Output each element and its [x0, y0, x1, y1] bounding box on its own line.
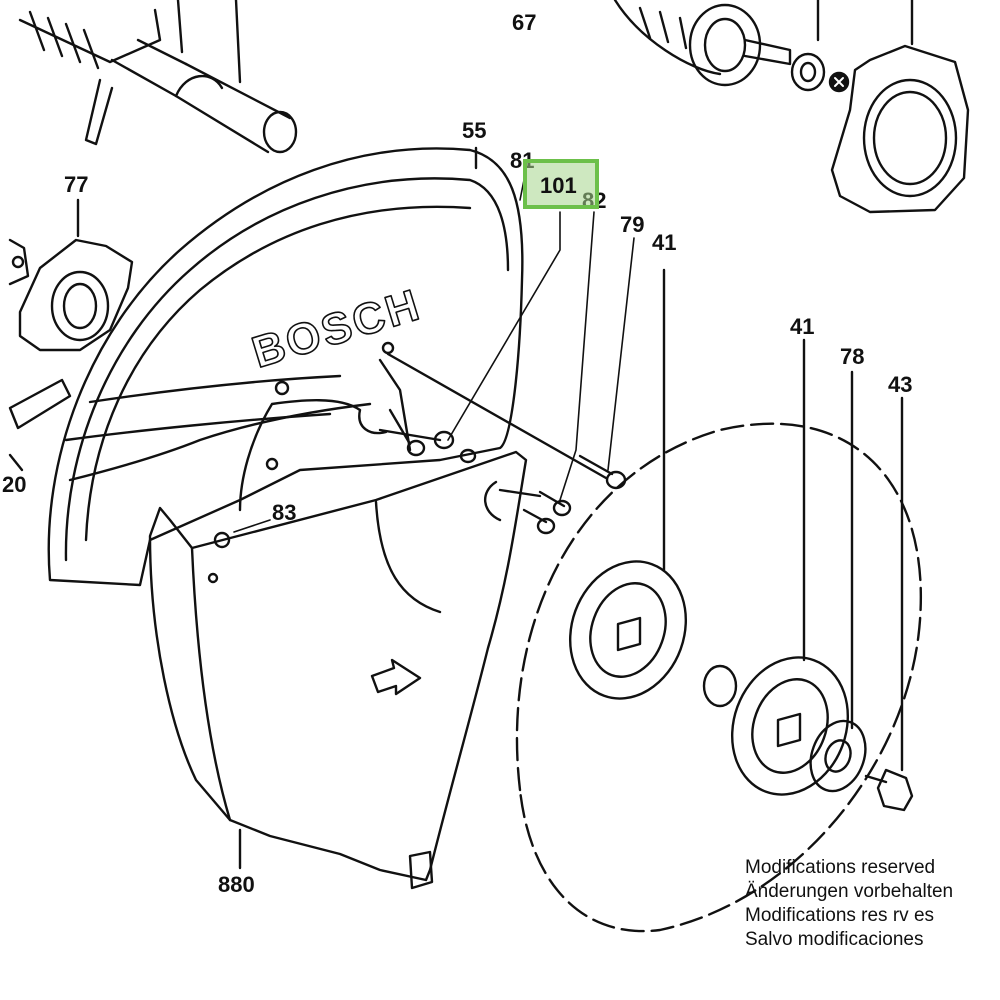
highlight-box-101[interactable]: [523, 159, 599, 209]
callout-880[interactable]: 880: [218, 872, 255, 897]
bracket-part-20: [8, 378, 72, 472]
bosch-logo: BOSCH: [246, 279, 428, 378]
bracket-part-77: [8, 198, 134, 352]
callout-43[interactable]: 43: [888, 372, 912, 397]
flange-part-41: [568, 268, 688, 700]
callout-77[interactable]: 77: [64, 172, 88, 197]
callout-83[interactable]: 83: [272, 500, 296, 525]
callout-41-outer[interactable]: 41: [790, 314, 814, 339]
callout-20[interactable]: 20: [2, 472, 26, 497]
bolt-part-43: [864, 396, 914, 812]
saw-blade-outline: [515, 422, 923, 933]
upper-blade-guard: [47, 146, 524, 587]
fasteners: [378, 352, 627, 535]
modifications-note: Modifications reserved Änderungen vorbeh…: [745, 856, 995, 952]
armature-assembly: [613, 0, 850, 93]
note-line: Modifications reserved: [745, 857, 936, 878]
leader-lines: [233, 169, 635, 533]
fan-baffle: [830, 0, 970, 214]
callout-67[interactable]: 67: [512, 10, 536, 35]
note-line: Modifications res rv es: [745, 905, 935, 926]
flange-part-41-outer: [730, 338, 850, 796]
note-line: Änderungen vorbehalten: [745, 881, 954, 902]
callout-labels: 67 55 81 82 79 41 77 41 78 43 83 20 880: [2, 10, 912, 897]
callout-79[interactable]: 79: [620, 212, 644, 237]
motor-shaft-assembly: [18, 0, 298, 154]
svg-text:BOSCH: BOSCH: [247, 280, 428, 378]
lower-blade-guard: [148, 450, 528, 890]
washer-part-78: [809, 370, 867, 793]
callout-78[interactable]: 78: [840, 344, 864, 369]
callout-41-inner[interactable]: 41: [652, 230, 676, 255]
note-line: Salvo modificaciones: [745, 929, 924, 950]
callout-55[interactable]: 55: [462, 118, 486, 143]
